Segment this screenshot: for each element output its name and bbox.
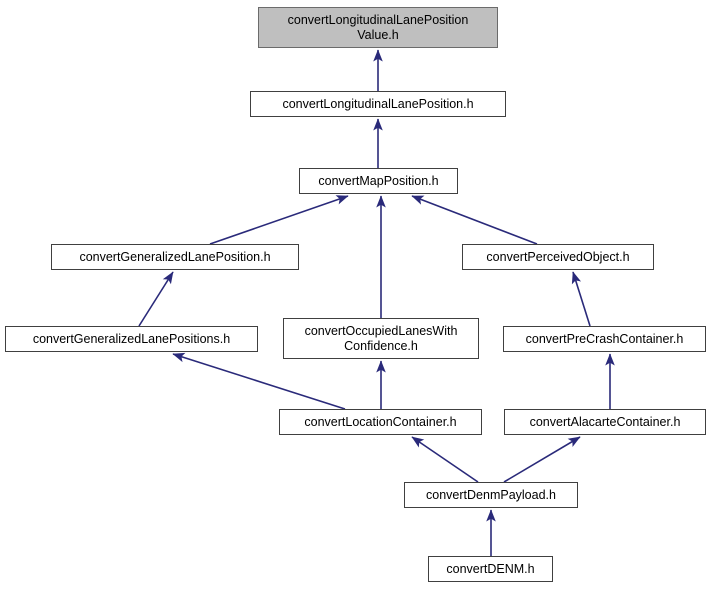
graph-node-label: convertLongitudinalLanePosition Value.h	[287, 12, 469, 42]
edges-group	[138, 49, 615, 556]
graph-node-label: convertPerceivedObject.h	[486, 249, 630, 264]
graph-node-label: convertGeneralizedLanePosition.h	[79, 249, 271, 264]
graph-node-label: convertDenmPayload.h	[426, 487, 556, 502]
graph-node-precrashcontainer[interactable]: convertPreCrashContainer.h	[503, 326, 706, 352]
graph-node-generalizedlanepositions[interactable]: convertGeneralizedLanePositions.h	[5, 326, 258, 352]
graph-node-root[interactable]: convertLongitudinalLanePosition Value.h	[258, 7, 498, 48]
dependency-arrow	[138, 271, 174, 327]
graph-node-label: convertLocationContainer.h	[304, 414, 457, 429]
graph-node-occupiedlanes[interactable]: convertOccupiedLanesWith Confidence.h	[283, 318, 479, 359]
graph-node-locationcontainer[interactable]: convertLocationContainer.h	[279, 409, 482, 435]
graph-node-denm[interactable]: convertDENM.h	[428, 556, 553, 582]
graph-node-perceivedobject[interactable]: convertPerceivedObject.h	[462, 244, 654, 270]
graph-node-label: convertAlacarteContainer.h	[529, 414, 681, 429]
graph-node-generalizedlaneposition[interactable]: convertGeneralizedLanePosition.h	[51, 244, 299, 270]
graph-node-mapposition[interactable]: convertMapPosition.h	[299, 168, 458, 194]
graph-node-alacartecontainer[interactable]: convertAlacarteContainer.h	[504, 409, 706, 435]
dependency-arrow	[209, 195, 349, 245]
graph-node-label: convertMapPosition.h	[318, 173, 439, 188]
graph-node-label: convertOccupiedLanesWith Confidence.h	[304, 323, 458, 353]
graph-node-label: convertDENM.h	[446, 561, 535, 576]
dependency-arrow	[411, 195, 538, 245]
dependency-arrow	[172, 352, 346, 410]
graph-node-label: convertPreCrashContainer.h	[525, 331, 684, 346]
dependency-arrow	[571, 271, 591, 327]
graph-node-longitudinal[interactable]: convertLongitudinalLanePosition.h	[250, 91, 506, 117]
graph-node-denmpayload[interactable]: convertDenmPayload.h	[404, 482, 578, 508]
graph-node-label: convertGeneralizedLanePositions.h	[32, 331, 231, 346]
dependency-arrow	[411, 436, 479, 483]
graph-node-label: convertLongitudinalLanePosition.h	[282, 96, 474, 111]
dependency-arrow	[503, 436, 581, 483]
